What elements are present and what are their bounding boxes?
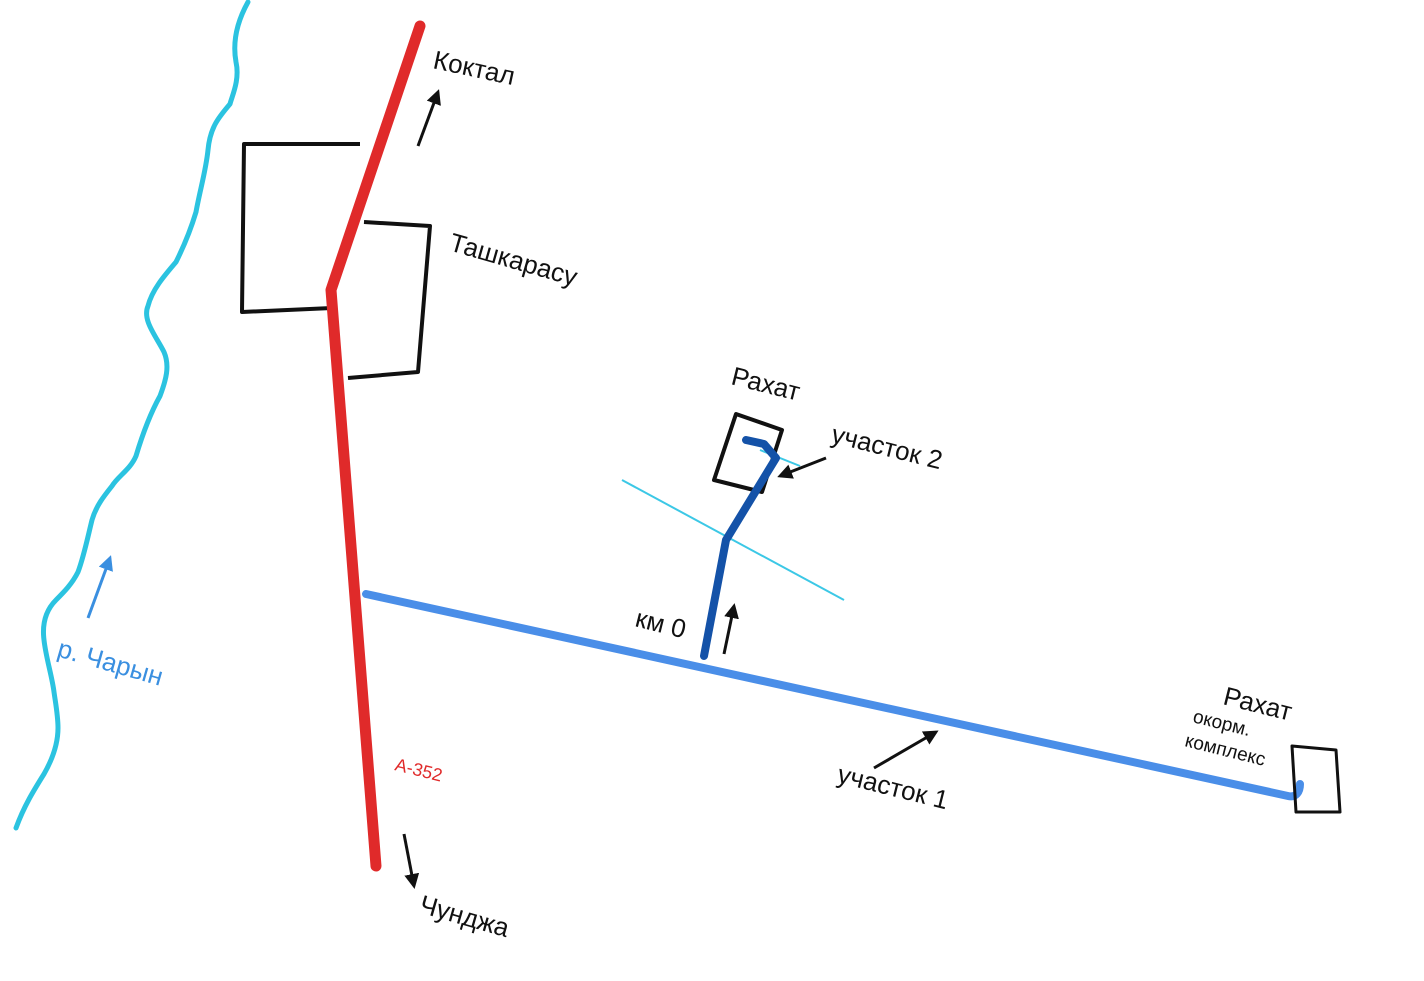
label-rakhat-top: Рахат: [729, 361, 804, 407]
arrow-icon-koktal: [416, 89, 441, 147]
label-section-1: участок 1: [835, 759, 952, 815]
label-feed-complex-line2: комплекс: [1183, 730, 1268, 770]
rakhat-feed-complex-building: [1290, 744, 1342, 814]
arrow-icon-section1: [873, 730, 939, 770]
arrow-icon-km0: [722, 603, 739, 655]
arrow-icon-chundzha: [402, 833, 420, 889]
label-section-2: участок 2: [829, 419, 946, 475]
road-a352: [325, 20, 426, 872]
arrow-icon-river: [86, 555, 113, 619]
river-charyn: [13, 0, 251, 831]
tashkarasu-building-right: [347, 220, 432, 380]
label-km0: км 0: [633, 603, 690, 644]
arrow-icon-section2: [777, 456, 827, 479]
rakhat-top-building: [712, 412, 784, 494]
label-river-charyn: р. Чарын: [54, 633, 166, 692]
label-chundzha: Чунджа: [416, 889, 513, 943]
label-tashkarasu: Ташкарасу: [446, 227, 581, 292]
section-1-line: [362, 590, 1304, 801]
thin-cross-line: [621, 479, 845, 601]
tashkarasu-building-left: [240, 142, 360, 314]
label-koktal: Коктал: [431, 45, 518, 92]
label-road-a352: А-352: [393, 754, 444, 785]
section-2-line: [700, 436, 780, 660]
